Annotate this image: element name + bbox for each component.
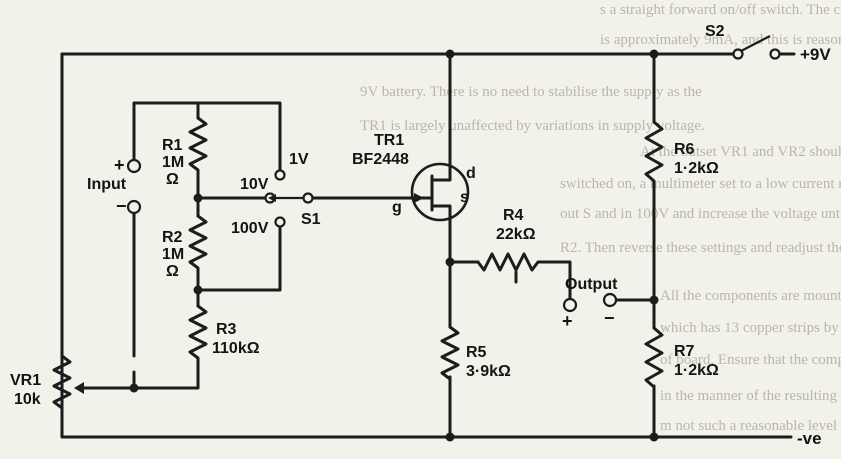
r2-unit-label: Ω: [166, 263, 179, 280]
resistor-r3: [188, 304, 208, 366]
bg-line: R2. Then reverse these settings and read…: [560, 240, 841, 256]
r3-value-label: 110kΩ: [212, 340, 260, 357]
tr1-drain-label: d: [466, 165, 476, 182]
input-plus-terminal[interactable]: [126, 158, 142, 174]
output-plus-terminal[interactable]: [562, 297, 578, 313]
r6-name-label: R6: [674, 141, 695, 158]
output-minus-terminal[interactable]: [602, 292, 618, 308]
bg-line: m not such a reasonable level of accurac…: [660, 418, 841, 434]
vr1-name-label: VR1: [10, 372, 41, 389]
negative-rail: [60, 52, 793, 439]
junction-dot: [649, 432, 659, 442]
r4-value-label: 22kΩ: [496, 226, 536, 243]
bg-line: switched on, a multimeter set to a low c…: [560, 176, 841, 192]
labels: +9V -ve S2 TR1 BF2448 d s g R1 1M Ω R2 1…: [10, 23, 831, 448]
r5-name-label: R5: [466, 344, 487, 361]
range-1v-label: 1V: [289, 151, 309, 168]
s1-contact-1v: [274, 169, 286, 181]
r1-unit-label: Ω: [166, 171, 179, 188]
supply-positive-label: +9V: [800, 45, 831, 64]
junction-dot: [445, 49, 455, 59]
switch-s1-label: S1: [301, 211, 321, 228]
transistor-tr1: [410, 162, 470, 222]
r1-value-label: 1M: [162, 154, 184, 171]
junction-dot: [445, 432, 455, 442]
r3-name-label: R3: [216, 321, 237, 338]
output-minus-label: −: [604, 308, 615, 328]
bg-line: TR1 is largely unaffected by variations …: [360, 118, 705, 134]
switch-s2[interactable]: [732, 35, 781, 60]
resistor-r5: [440, 325, 460, 381]
switch-s1[interactable]: [264, 169, 314, 228]
r5-value-label: 3·9kΩ: [466, 363, 511, 380]
junction-dot: [445, 257, 455, 267]
output-label: Output: [565, 276, 618, 293]
tr1-name-label: TR1: [374, 132, 404, 149]
input-minus-terminal[interactable]: [126, 199, 142, 215]
bg-line: in the manner of the resulting voltmeter…: [660, 388, 841, 404]
junctions: [129, 49, 659, 442]
junction-dot: [193, 285, 203, 295]
wires: [60, 52, 796, 439]
s2-contact-b: [769, 48, 781, 60]
supply-negative-label: -ve: [797, 429, 822, 448]
resistor-r7: [644, 326, 664, 389]
bg-line: is approximately 9mA, and this is reason…: [600, 32, 841, 48]
r1-name-label: R1: [162, 137, 183, 154]
junction-dot: [649, 295, 659, 305]
tr1-source-label: s: [460, 189, 469, 206]
input-terminals[interactable]: [126, 158, 142, 215]
output-plus-label: +: [562, 311, 573, 331]
resistor-r6: [644, 120, 664, 192]
range-100v-label: 100V: [231, 220, 269, 237]
bg-line: which has 13 copper strips by 20 holes. …: [660, 320, 841, 336]
r2-name-label: R2: [162, 229, 183, 246]
bg-line: s a straight forward on/off switch. The …: [600, 2, 841, 18]
background-text: s a straight forward on/off switch. The …: [360, 2, 841, 434]
tap-100v-wire: [196, 223, 282, 292]
bg-line: 9V battery. There is no need to stabilis…: [360, 84, 702, 100]
resistor-r1: [188, 116, 208, 180]
input-plus-wire: [132, 101, 200, 162]
input-minus-label: −: [116, 196, 127, 216]
output-terminals[interactable]: [562, 292, 618, 313]
resistor-r2: [188, 214, 208, 274]
r3-bottom-wire: [132, 362, 200, 390]
r4-name-label: R4: [503, 207, 524, 224]
switch-s2-label: S2: [705, 23, 725, 40]
s1-common: [302, 192, 314, 204]
s1-contact-100v: [274, 216, 286, 228]
r7-name-label: R7: [674, 343, 695, 360]
junction-dot: [129, 383, 139, 393]
s2-contact-a: [732, 48, 744, 60]
resistor-r4: [476, 252, 542, 284]
r6-value-label: 1·2kΩ: [674, 160, 719, 177]
bg-line: At the outset VR1 and VR2 should be adju…: [640, 144, 841, 160]
junction-dot: [193, 193, 203, 203]
bg-line: out S and in 100V and increase the volta…: [560, 206, 841, 222]
potentiometer-vr1: [52, 354, 132, 410]
input-label: Input: [87, 176, 127, 193]
r1-top-wire: [196, 101, 282, 177]
range-10v-label: 10V: [240, 176, 269, 193]
vr1-value-label: 10k: [14, 391, 41, 408]
r4-right-wire: [538, 260, 572, 302]
bg-line: of board. Ensure that the components are…: [660, 352, 841, 368]
input-plus-label: +: [114, 155, 125, 175]
r7-value-label: 1·2kΩ: [674, 362, 719, 379]
tr1-gate-label: g: [392, 199, 402, 216]
bg-line: All the components are mounted on a 0.1 …: [660, 288, 841, 304]
junction-dot: [649, 49, 659, 59]
r2-value-label: 1M: [162, 246, 184, 263]
tr1-part-label: BF2448: [352, 151, 409, 168]
